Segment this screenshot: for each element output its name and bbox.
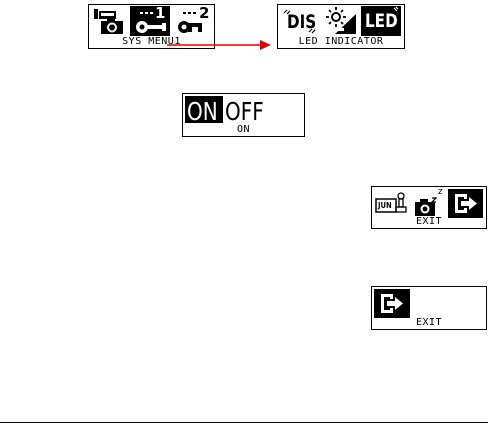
off-option[interactable]: OFF [224, 96, 274, 123]
brightness-icon[interactable] [323, 6, 359, 36]
on-text: ON [187, 99, 218, 123]
setup-1-wrench-icon[interactable]: 1 [130, 6, 170, 36]
exit-icon[interactable] [374, 289, 410, 318]
screen-label: EXIT [372, 317, 486, 328]
display-icon[interactable]: DIS [282, 7, 320, 37]
camera-settings-icon[interactable] [92, 7, 126, 35]
led-text: LED [365, 12, 398, 31]
screen-label: EXIT [372, 216, 486, 227]
led-indicator-screen: DIS LED LED INDICATOR [277, 4, 405, 49]
arrow-right-icon [167, 36, 272, 55]
date-stamp-text: JUN [378, 201, 392, 211]
screen-label: LED INDICATOR [278, 36, 404, 47]
on-option[interactable]: ON [185, 96, 223, 123]
setup-2-wrench-icon[interactable]: 2 [173, 6, 213, 36]
camera-sleep-icon[interactable]: z [412, 189, 444, 219]
exit-menu-screen: JUN z EXIT [371, 186, 487, 229]
setup-1-number: 1 [155, 4, 165, 22]
date-stamp-icon[interactable]: JUN [375, 190, 409, 218]
led-icon[interactable]: LED [361, 6, 401, 36]
off-text: OFF [225, 99, 264, 124]
sleep-z-small: z [438, 187, 443, 197]
exit-icon[interactable] [448, 189, 483, 218]
screen-label: ON [183, 124, 304, 135]
exit-only-screen: EXIT [371, 286, 487, 330]
on-off-screen: ON OFF ON [182, 93, 305, 137]
bottom-rule [0, 422, 488, 423]
display-text: DIS [287, 13, 316, 32]
setup-2-number: 2 [199, 4, 209, 22]
